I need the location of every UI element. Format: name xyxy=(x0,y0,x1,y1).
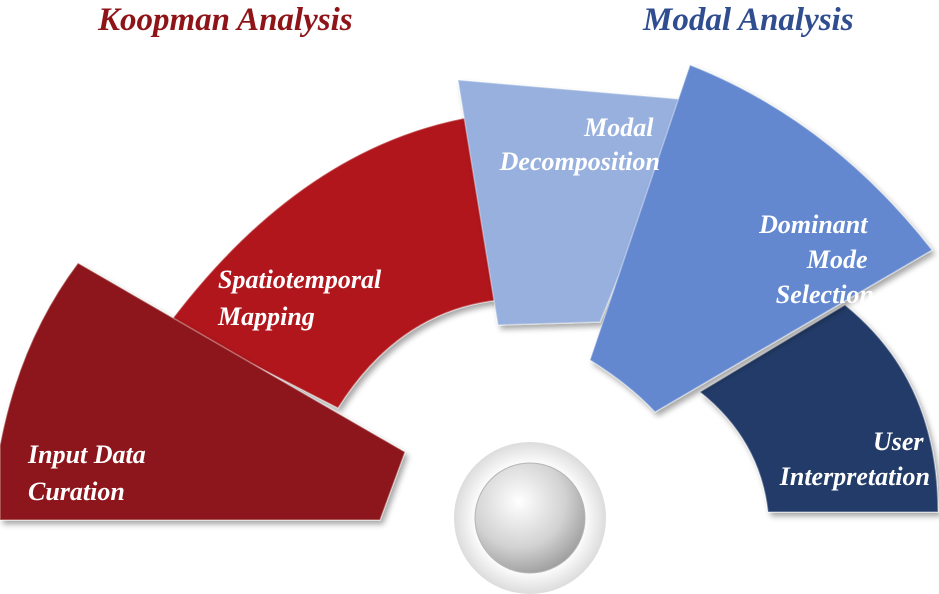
sphere-button-icon[interactable] xyxy=(474,462,586,574)
label-dominant-mode-selection: Dominant Mode Selection xyxy=(758,210,874,309)
segment-input-data-curation xyxy=(0,262,406,521)
label-line: Interpretation xyxy=(779,462,930,491)
label-line: Dominant xyxy=(758,210,868,239)
segment-spatiotemporal-mapping xyxy=(168,117,501,409)
label-line: Mode xyxy=(806,245,868,274)
label-modal-decomposition: Modal Decomposition xyxy=(499,113,660,176)
label-line: Spatiotemporal xyxy=(218,265,382,294)
segment-dominant-mode-selection xyxy=(589,64,934,413)
label-user-interpretation: User Interpretation xyxy=(779,427,930,491)
modal-analysis-heading: Modal Analysis xyxy=(643,2,854,38)
label-input-data-curation: Input Data Curation xyxy=(27,440,152,506)
label-line: Decomposition xyxy=(499,147,660,176)
label-line: Input Data xyxy=(27,440,146,469)
segment-modal-decomposition xyxy=(457,79,692,326)
label-line: Curation xyxy=(28,477,125,506)
label-line: Selection xyxy=(776,280,874,309)
label-line: Mapping xyxy=(217,302,315,331)
label-spatiotemporal-mapping: Spatiotemporal Mapping xyxy=(217,265,388,331)
label-line: User xyxy=(873,427,924,456)
label-line: Modal xyxy=(583,113,654,142)
koopman-analysis-heading: Koopman Analysis xyxy=(98,2,353,38)
segment-user-interpretation xyxy=(698,304,939,513)
